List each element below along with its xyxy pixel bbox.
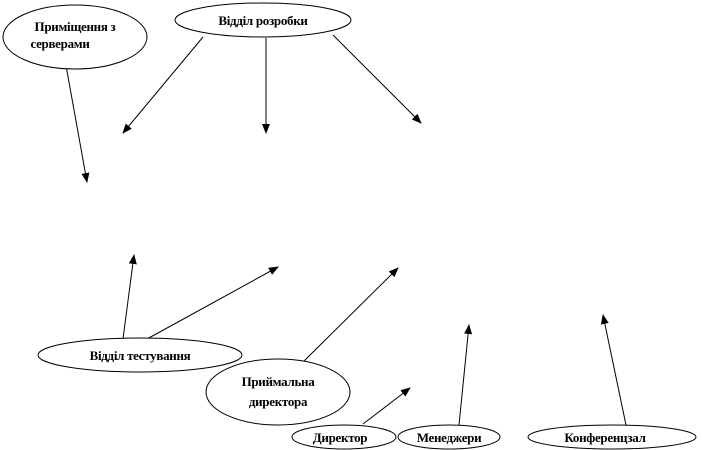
node-dev: Відділ розробки <box>174 2 352 38</box>
node-reception: Приймальна директора <box>205 358 351 426</box>
node-managers: Менеджери <box>397 424 501 450</box>
node-testing-label: Відділ тестування <box>90 348 191 363</box>
arrow-director <box>362 387 411 425</box>
arrows <box>64 34 627 426</box>
arrow-conference <box>600 314 627 426</box>
arrow-testing-right <box>146 266 279 340</box>
arrow-servers <box>64 59 90 183</box>
arrow-managers <box>458 324 473 426</box>
node-servers-line2: серверами <box>30 36 90 51</box>
node-dev-label: Відділ розробки <box>218 13 308 28</box>
node-testing: Відділ тестування <box>37 337 243 373</box>
node-director-label: Директор <box>313 430 368 445</box>
node-managers-label: Менеджери <box>417 430 482 445</box>
node-conference-label: Конференцзал <box>564 430 645 445</box>
arrow-dev-left <box>122 36 204 134</box>
arrow-reception <box>302 267 399 363</box>
node-director: Директор <box>291 424 397 450</box>
node-conference: Конференцзал <box>527 424 697 450</box>
node-reception-line2: директора <box>249 394 308 409</box>
arrow-dev-right <box>332 34 422 124</box>
node-servers-line1: Приміщення з <box>35 19 116 34</box>
node-reception-line1: Приймальна <box>242 374 316 389</box>
arrow-testing-left <box>122 254 137 340</box>
node-servers: Приміщення з серверами <box>2 4 148 70</box>
